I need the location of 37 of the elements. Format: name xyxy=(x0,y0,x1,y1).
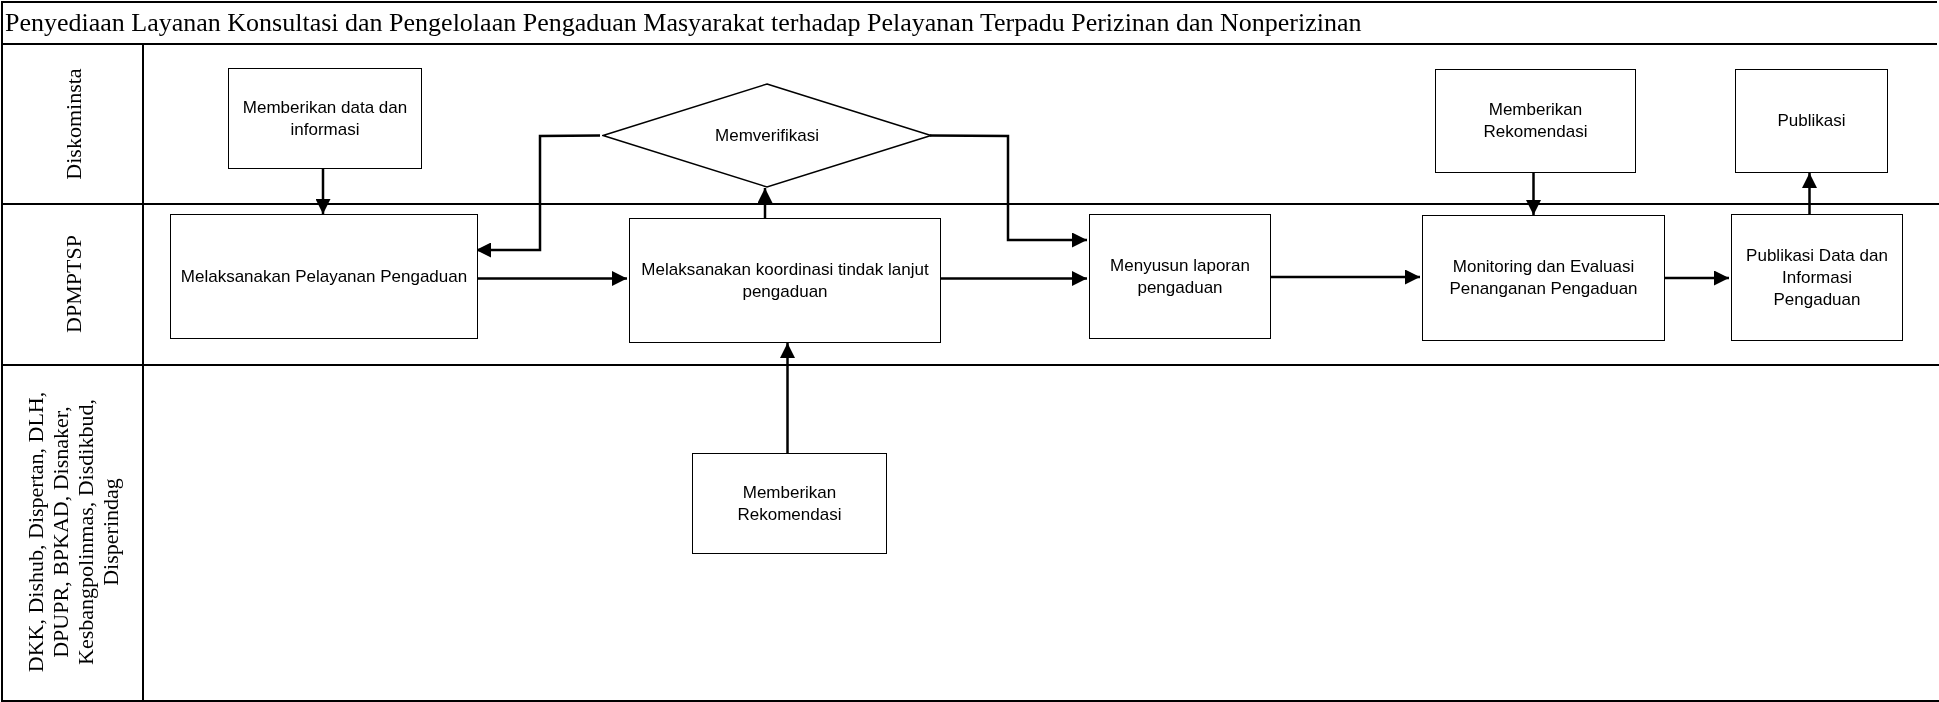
swimlane xyxy=(1,203,1939,366)
process-text: Melaksanakan koordinasi tindak lanjut pengaduan xyxy=(640,258,930,303)
arrow xyxy=(1802,173,1817,214)
decision-text: Memverifikasi xyxy=(715,125,819,146)
process-text: Memberikan Rekomendasi xyxy=(1482,99,1589,143)
process-box xyxy=(1435,69,1636,173)
process-text: Monitoring dan Evaluasi Penanganan Pengaduan xyxy=(1448,256,1639,300)
diagram-title: Penyediaan Layanan Konsultasi dan Pengelolaan Pengaduan Masyarakat terhadap Pelayanan Terpadu Perizinan dan Nonperizinan xyxy=(1,1,1937,45)
process-box xyxy=(1735,69,1888,173)
arrow xyxy=(1526,173,1541,215)
arrow xyxy=(757,188,773,218)
arrow xyxy=(1663,270,1729,286)
process-box xyxy=(692,453,887,554)
process-box xyxy=(1422,215,1665,341)
process-text: Menyusun laporan pengaduan xyxy=(1109,254,1251,299)
arrow xyxy=(930,134,1087,248)
arrow xyxy=(476,271,627,286)
swimlane xyxy=(1,45,1939,205)
process-box xyxy=(1089,214,1271,339)
process-box xyxy=(228,68,422,169)
process-box xyxy=(170,214,478,339)
arrow xyxy=(1269,269,1420,285)
swimlane xyxy=(1,364,1939,702)
process-box xyxy=(1731,214,1903,341)
process-text: Memberikan data dan informasi xyxy=(241,96,409,141)
arrow xyxy=(315,169,331,214)
arrow xyxy=(780,343,795,453)
lane-label: Diskominsta xyxy=(60,67,85,182)
process-text: Melaksanakan Pelayanan Pengaduan xyxy=(179,265,469,288)
lane-label: DPMPTSP xyxy=(60,233,85,335)
process-text: Publikasi xyxy=(1776,110,1847,132)
process-text: Memberikan Rekomendasi xyxy=(736,481,843,526)
arrow xyxy=(939,271,1087,286)
process-text: Publikasi Data dan Informasi Pengaduan xyxy=(1745,244,1889,311)
process-box xyxy=(629,218,941,343)
arrow xyxy=(476,134,600,258)
lane-label: DKK, Dishub, Dispertan, DLH, DPUPR, BPKAD, Disnaker, Kesbangpolinmas, Disdikbud, Disperindag xyxy=(22,390,123,675)
